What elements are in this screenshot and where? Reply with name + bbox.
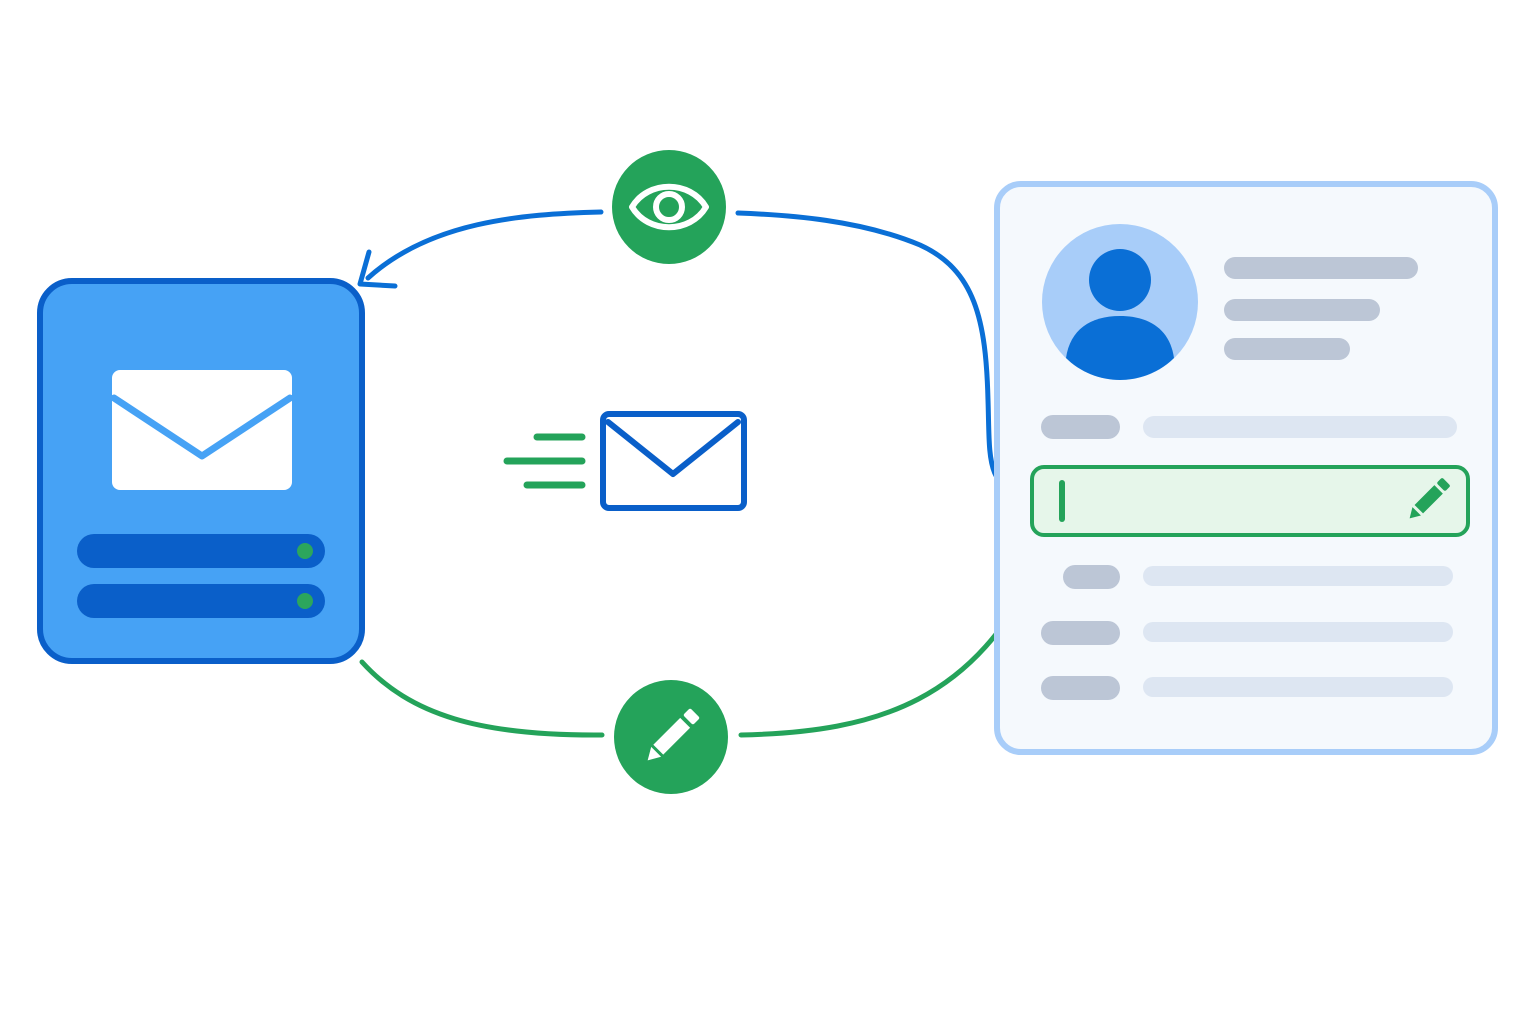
status-dot	[297, 543, 313, 559]
write-badge	[614, 680, 728, 794]
read-arrowhead	[357, 249, 398, 289]
active-field-input[interactable]	[1030, 465, 1470, 537]
field-row	[1063, 565, 1453, 589]
read-badge	[612, 150, 726, 264]
eye-icon	[629, 183, 709, 231]
mail-icon	[600, 411, 747, 511]
mail-icon	[110, 370, 294, 490]
mail-list-row	[77, 534, 325, 568]
avatar	[1042, 224, 1198, 380]
speed-lines	[503, 433, 586, 489]
field-row	[1041, 621, 1453, 645]
mail-list-row	[77, 584, 325, 618]
contact-record-card	[994, 181, 1498, 755]
read-connector-left	[365, 209, 604, 281]
mail-app-card	[37, 278, 365, 664]
field-row	[1041, 676, 1453, 700]
field-row	[1041, 415, 1457, 439]
status-dot	[297, 593, 313, 609]
sending-mail	[503, 411, 747, 511]
pencil-icon	[647, 708, 700, 761]
avatar-icon	[1066, 249, 1174, 380]
read-connector-right	[735, 210, 1033, 501]
pencil-icon[interactable]	[1405, 477, 1450, 522]
write-connector-left	[359, 659, 605, 738]
header-lines	[1224, 257, 1418, 360]
